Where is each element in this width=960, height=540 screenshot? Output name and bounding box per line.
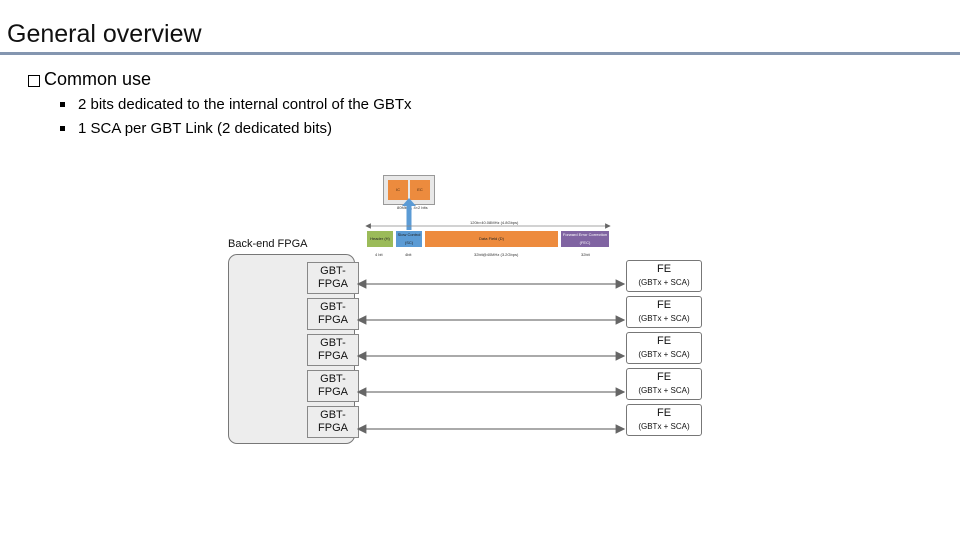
gbt-label-line2: FPGA <box>318 314 348 326</box>
square-bullet-icon <box>60 126 65 131</box>
bullet-common-use: Common use <box>28 69 151 90</box>
gbt-label-line1: GBT- <box>320 337 346 349</box>
frame-segment-fec: Forward Error Correction (FEC) <box>561 231 609 247</box>
frame-segment-header: Header (H) <box>367 231 393 247</box>
sc-up-arrowhead <box>402 198 416 206</box>
fe-sublabel: (GBTx + SCA) <box>638 278 690 287</box>
fe-label: FE <box>656 371 672 383</box>
backend-fpga-label: Back-end FPGA <box>228 238 308 250</box>
ic-ec-caption: 80Mbps, 4×2 bits <box>397 205 428 210</box>
gbt-label-line1: GBT- <box>320 265 346 277</box>
sub-bullet-2: 1 SCA per GBT Link (2 dedicated bits) <box>60 120 332 137</box>
gbt-fpga-box: GBT- FPGA <box>307 298 359 330</box>
fe-label: FE <box>656 335 672 347</box>
header-width-label: 4 bit <box>375 252 383 257</box>
gbt-label-line2: FPGA <box>318 278 348 290</box>
fe-sublabel: (GBTx + SCA) <box>638 314 690 323</box>
slide-title: General overview <box>7 20 202 48</box>
ic-box: IC <box>388 180 408 200</box>
fe-label: FE <box>656 407 672 419</box>
checkbox-bullet-icon <box>28 74 40 87</box>
fe-label: FE <box>656 299 672 311</box>
sub-bullet-text: 2 bits dedicated to the internal control… <box>78 96 412 113</box>
frame-total-label: 120b×40.08MHz (4.8Gbps) <box>470 220 519 225</box>
sub-bullet-text: 1 SCA per GBT Link (2 dedicated bits) <box>78 120 333 137</box>
gbt-fpga-box: GBT- FPGA <box>307 334 359 366</box>
fe-box: FE (GBTx + SCA) <box>626 404 702 436</box>
fe-box: FE (GBTx + SCA) <box>626 260 702 292</box>
data-width-label: 32bit@40MHz (3.2Gbps) <box>474 252 519 257</box>
gbt-label-line1: GBT- <box>320 409 346 421</box>
fe-box: FE (GBTx + SCA) <box>626 296 702 328</box>
gbt-fpga-box: GBT- FPGA <box>307 262 359 294</box>
ec-box: EC <box>410 180 430 200</box>
fe-sublabel: (GBTx + SCA) <box>638 386 690 395</box>
gbt-label-line1: GBT- <box>320 301 346 313</box>
bullet-label: Common use <box>44 69 152 89</box>
frame-segment-slow-control: Slow Control (SC) <box>396 231 422 247</box>
gbt-label-line2: FPGA <box>318 422 348 434</box>
ic-ec-container: IC EC <box>383 175 435 205</box>
gbt-label-line1: GBT- <box>320 373 346 385</box>
fe-sublabel: (GBTx + SCA) <box>638 350 690 359</box>
fe-label: FE <box>656 263 672 275</box>
gbt-fpga-box: GBT- FPGA <box>307 370 359 402</box>
frame-segment-data: Data Field (D) <box>425 231 558 247</box>
gbt-fpga-box: GBT- FPGA <box>307 406 359 438</box>
fe-box: FE (GBTx + SCA) <box>626 368 702 400</box>
gbt-label-line2: FPGA <box>318 350 348 362</box>
fe-box: FE (GBTx + SCA) <box>626 332 702 364</box>
square-bullet-icon <box>60 102 65 107</box>
fe-sublabel: (GBTx + SCA) <box>638 422 690 431</box>
fec-width-label: 32bit <box>581 252 590 257</box>
title-divider <box>0 52 960 55</box>
sc-width-label: 4bit <box>405 252 412 257</box>
sub-bullet-1: 2 bits dedicated to the internal control… <box>60 96 412 113</box>
gbt-label-line2: FPGA <box>318 386 348 398</box>
